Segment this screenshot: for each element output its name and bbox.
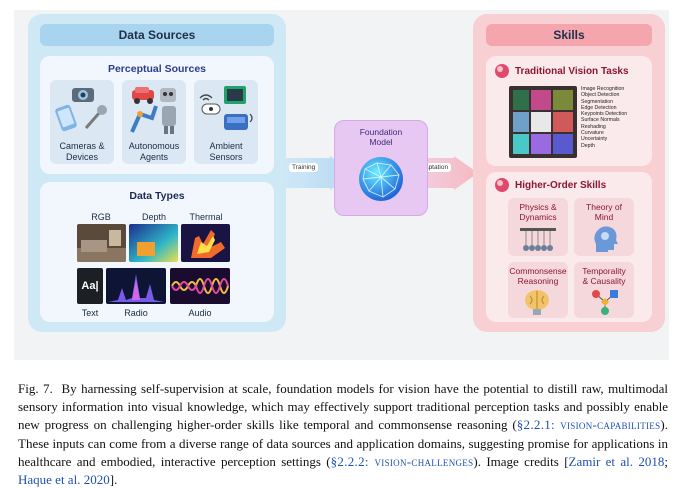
ambient-sensors-icon <box>199 86 253 130</box>
task-item: Depth <box>581 142 595 149</box>
task-item: Keypoints Detection <box>581 111 628 118</box>
perceptual-sources-title: Perceptual Sources <box>107 63 207 75</box>
rgb-label: RGB <box>91 212 111 222</box>
foundation-model-title: Foundation Model <box>359 127 403 147</box>
ambient-sensors-label: Ambient Sensors <box>209 141 243 162</box>
head-mind-icon <box>594 226 618 252</box>
data-sources-header: Data Sources <box>40 24 274 46</box>
newtons-cradle-icon <box>520 228 556 251</box>
depth-image <box>129 224 178 262</box>
task-item: Edge Detection <box>581 104 617 111</box>
autonomous-agents-icon <box>130 87 176 134</box>
caption-text-3: ). Image credits [ <box>473 453 569 469</box>
brain-icon <box>525 290 549 315</box>
task-item: Reshading <box>581 123 606 130</box>
training-label: Training <box>289 163 319 172</box>
caption-ref-challenges[interactable]: §2.2.2: vision-challenges <box>330 453 474 469</box>
vision-tasks-image-grid <box>509 86 577 158</box>
data-types-title: Data Types <box>129 190 185 202</box>
physics-label: Physics & Dynamics <box>519 202 557 222</box>
skills-header: Skills <box>486 24 652 46</box>
adaptation-label: Adaptation <box>414 163 452 172</box>
autonomous-agents-label: Autonomous Agents <box>128 141 180 162</box>
traditional-vision-title: Traditional Vision Tasks <box>515 66 629 77</box>
figure-caption: Fig. 7. By harnessing self-supervision a… <box>18 380 668 489</box>
radio-label: Radio <box>124 308 148 318</box>
camera-devices-icon <box>55 88 107 132</box>
caption-fig-number: Fig. 7. <box>18 381 53 396</box>
task-item: Curvature <box>581 130 604 137</box>
higher-order-title: Higher-Order Skills <box>515 180 607 191</box>
caption-text-1: By harnessing self-supervision at scale,… <box>18 381 669 433</box>
radio-image <box>106 268 166 304</box>
audio-image <box>170 268 230 304</box>
vision-sphere-icon <box>495 64 509 78</box>
caption-cite-zamir[interactable]: Zamir et al. 2018 <box>568 453 665 469</box>
caption-text-4: ]. <box>109 472 118 488</box>
vision-tasks-list: Image Recognition Object Detection Segme… <box>581 86 627 149</box>
temporality-label: Temporality & Causality <box>582 266 626 286</box>
audio-label: Audio <box>188 308 212 318</box>
text-image: Aa| <box>77 268 103 304</box>
task-item: Surface Normals <box>581 117 620 124</box>
causality-graph-icon <box>592 290 618 315</box>
rgb-image <box>77 224 126 262</box>
thermal-image <box>181 224 230 262</box>
task-item: Object Detection <box>581 92 620 99</box>
depth-label: Depth <box>141 212 167 222</box>
globe-network-icon <box>359 157 403 201</box>
commonsense-label: Commonsense Reasoning <box>509 266 567 286</box>
cameras-devices-label: Cameras & Devices <box>59 141 105 162</box>
foundation-model-box: Foundation Model <box>334 120 428 216</box>
skills-sphere-icon <box>495 178 509 192</box>
caption-sep: ; <box>664 453 669 469</box>
theory-of-mind-label: Theory of Mind <box>586 202 622 222</box>
caption-cite-haque[interactable]: Haque et al. 2020 <box>18 472 110 488</box>
task-item: Segmentation <box>581 98 614 105</box>
caption-ref-capabilities[interactable]: §2.2.1: vision-capabilities <box>516 417 661 433</box>
caption-text-2: ). These inputs can come from a diverse … <box>18 417 668 469</box>
task-item: Uncertainty <box>581 136 608 143</box>
task-item: Image Recognition <box>581 86 625 92</box>
thermal-label: Thermal <box>189 212 223 222</box>
text-label: Text <box>81 308 99 318</box>
